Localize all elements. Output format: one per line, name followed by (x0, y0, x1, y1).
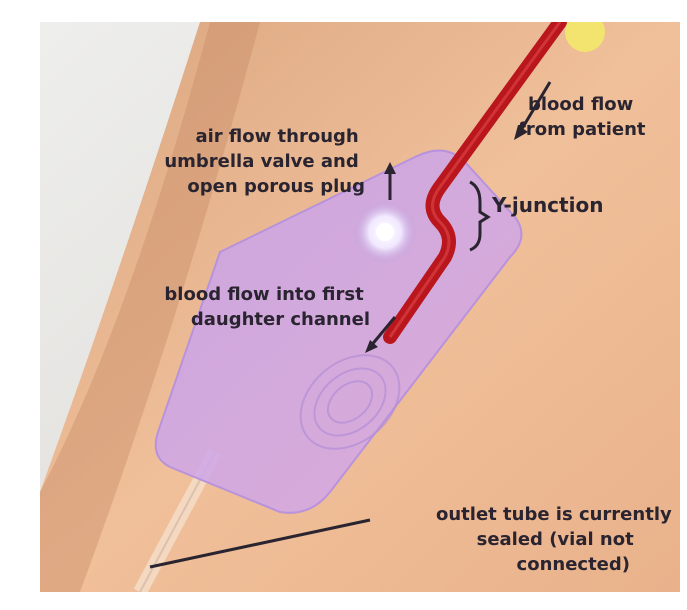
label-y-junction: Y-junction (491, 193, 603, 217)
device-illustration: blood flow from patient air flow through… (40, 22, 680, 592)
illustration-frame: blood flow from patient air flow through… (40, 22, 680, 592)
